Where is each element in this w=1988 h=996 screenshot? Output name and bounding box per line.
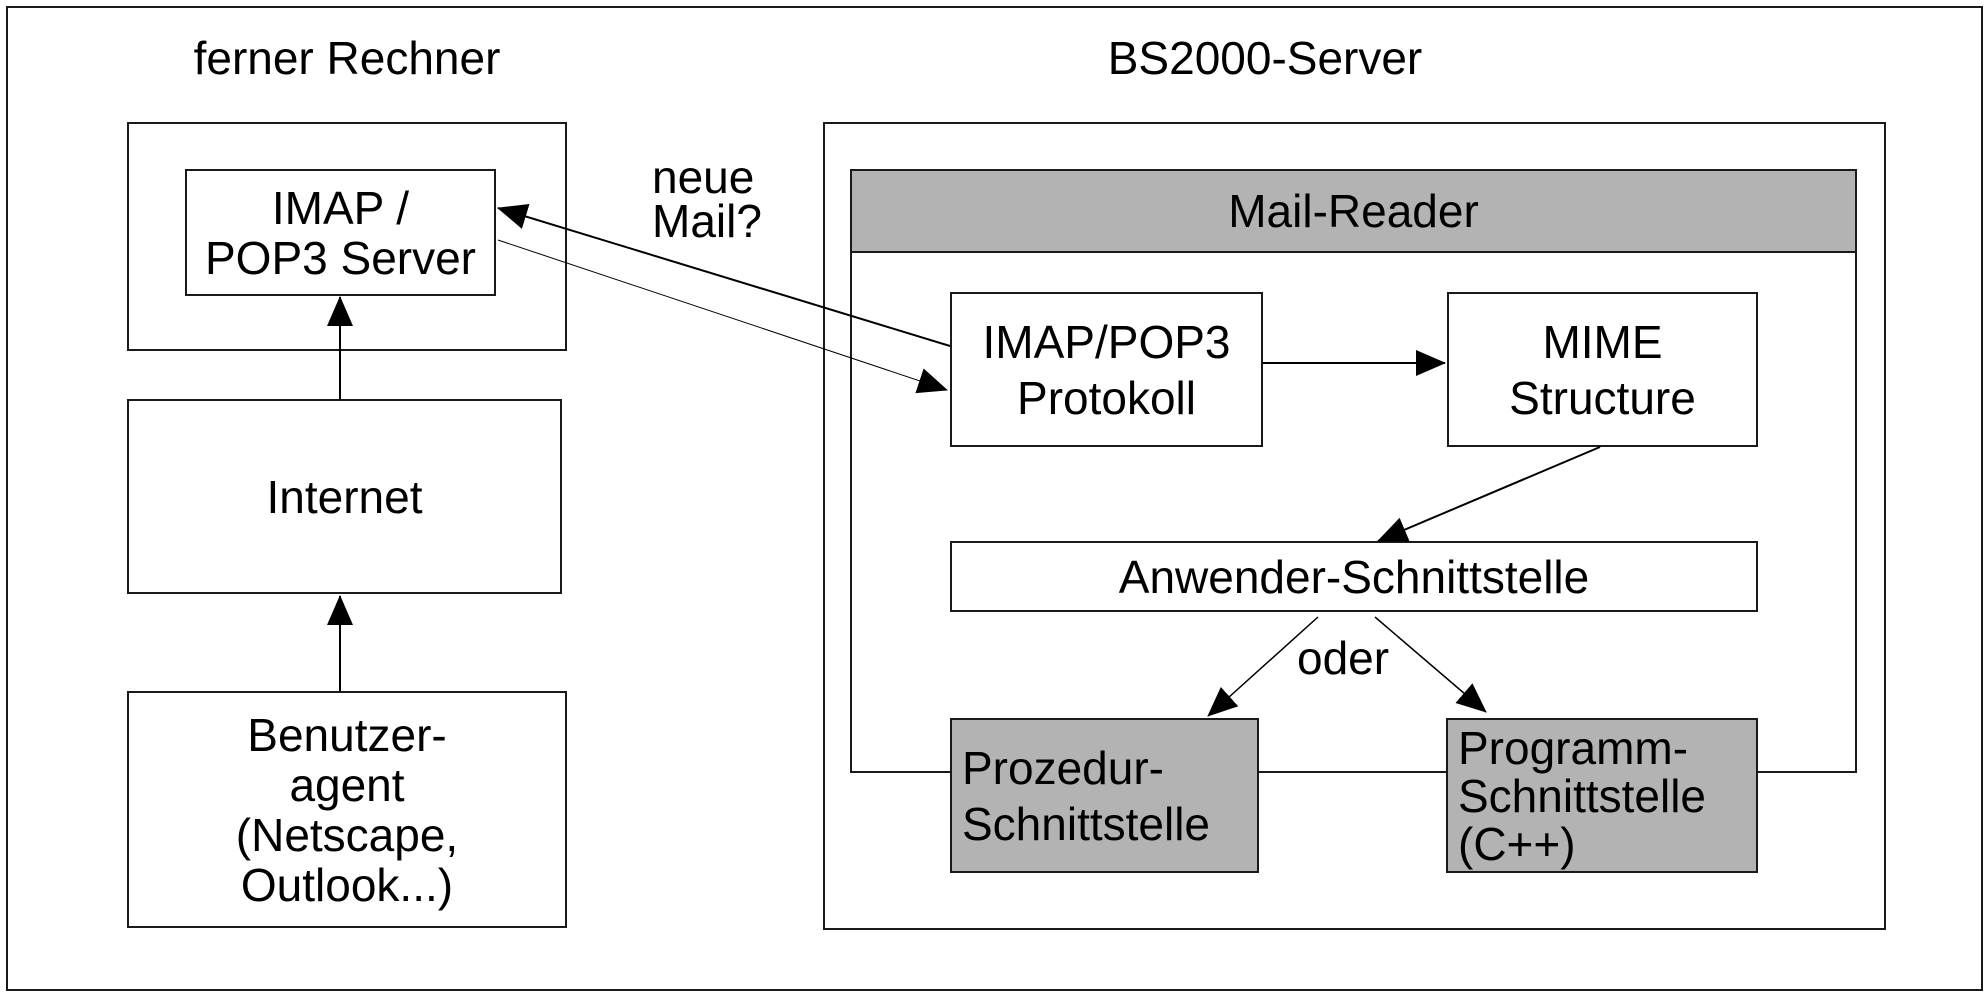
program-line-2: Schnittstelle (1458, 769, 1707, 822)
program-interface-box: Programm- Schnittstelle (C++) (1446, 718, 1758, 873)
mime-structure-box: MIME Structure (1447, 292, 1758, 447)
internet-box: Internet (127, 399, 562, 594)
new-mail-line-1: neue (652, 151, 755, 203)
mime-line-1: MIME (1542, 315, 1663, 368)
new-mail-query-label: neue Mail? (652, 151, 762, 247)
user-agent-line-4: Outlook...) (240, 858, 454, 911)
imap-pop3-protocol-box: IMAP/POP3 Protokoll (950, 292, 1263, 447)
imap-pop3-server-line-2: POP3 Server (205, 231, 476, 284)
internet-label: Internet (266, 470, 423, 523)
user-agent-line-2: agent (289, 758, 405, 811)
imap-pop3-server-line-1: IMAP / (271, 181, 410, 234)
new-mail-line-2: Mail? (652, 195, 762, 247)
remote-computer-title: ferner Rechner (193, 32, 501, 84)
program-line-3: (C++) (1458, 817, 1576, 870)
or-label: oder (1297, 632, 1390, 684)
procedure-interface-box: Prozedur- Schnittstelle (950, 718, 1259, 873)
procedure-line-2: Schnittstelle (962, 797, 1211, 850)
protocol-line-1: IMAP/POP3 (982, 315, 1231, 368)
procedure-line-1: Prozedur- (962, 741, 1164, 794)
user-agent-box: Benutzer- agent (Netscape, Outlook...) (127, 691, 567, 928)
bs2000-server-title: BS2000-Server (1107, 32, 1423, 84)
mime-line-2: Structure (1509, 371, 1696, 424)
user-agent-line-1: Benutzer- (247, 708, 447, 761)
mail-reader-header: Mail-Reader (850, 169, 1857, 253)
user-agent-line-3: (Netscape, (235, 808, 459, 861)
imap-pop3-server-box: IMAP / POP3 Server (185, 169, 496, 296)
user-interface-label: Anwender-Schnittstelle (1118, 550, 1590, 603)
mail-reader-label: Mail-Reader (1228, 185, 1479, 237)
user-interface-box: Anwender-Schnittstelle (950, 541, 1758, 612)
mail-reader-frame (850, 169, 1857, 773)
program-line-1: Programm- (1458, 721, 1689, 774)
protocol-line-2: Protokoll (1017, 371, 1196, 424)
